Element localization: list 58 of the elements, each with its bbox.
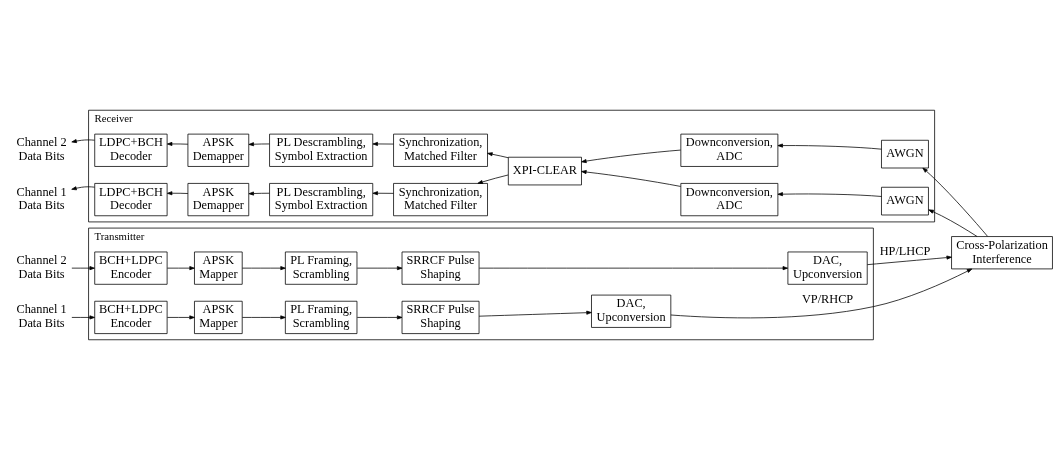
- arrow: [71, 266, 95, 271]
- arrow: [477, 174, 509, 184]
- edge-label: VP/RHCP: [801, 291, 854, 306]
- arrow: [167, 141, 189, 146]
- node-box: XPI-CLEAR: [507, 156, 582, 186]
- arrow: [478, 310, 592, 317]
- arrow: [928, 209, 978, 237]
- node-box: SRRCF Pulse Shaping: [401, 251, 480, 285]
- edge-label: HP/LHCP: [879, 243, 931, 258]
- arrow: [581, 170, 681, 187]
- arrow: [167, 266, 195, 271]
- arrow: [241, 315, 286, 320]
- node-box: LDPC+BCH Decoder: [94, 183, 168, 217]
- node-box: PL Framing, Scrambling: [284, 300, 358, 334]
- node-box: DAC, Upconversion: [787, 251, 868, 285]
- node-text: Channel 1 Data Bits: [16, 184, 67, 213]
- node-box: APSK Mapper: [194, 300, 243, 334]
- arrow: [922, 167, 988, 237]
- arrow: [248, 191, 270, 196]
- node-text: Channel 1 Data Bits: [16, 302, 67, 331]
- node-box: DAC, Upconversion: [591, 294, 672, 328]
- node-box: AWGN: [881, 186, 929, 216]
- node-text: Channel 2 Data Bits: [16, 253, 67, 281]
- arrow: [248, 142, 270, 147]
- arrow: [487, 152, 509, 159]
- arrow: [71, 186, 95, 191]
- node-box: AWGN: [881, 139, 929, 169]
- arrow: [777, 143, 882, 150]
- arrow: [372, 191, 394, 196]
- node-box: Cross-Polarization Interference: [951, 236, 1053, 270]
- arrow: [866, 255, 952, 266]
- arrow: [478, 266, 788, 271]
- arrow: [581, 149, 681, 164]
- arrow: [356, 266, 403, 271]
- arrow: [167, 191, 189, 196]
- node-box: Downconversion, ADC: [680, 133, 779, 167]
- node-box: PL Descrambling, Symbol Extraction: [269, 133, 374, 167]
- node-text: Channel 2 Data Bits: [16, 135, 67, 164]
- node-box: Synchronization, Matched Filter: [393, 133, 488, 167]
- node-box: LDPC+BCH Decoder: [94, 133, 168, 167]
- node-box: BCH+LDPC Encoder: [94, 300, 168, 334]
- node-box: Downconversion, ADC: [680, 183, 779, 217]
- node-box: SRRCF Pulse Shaping: [401, 300, 480, 334]
- arrow: [372, 141, 394, 146]
- node-box: APSK Demapper: [187, 133, 250, 167]
- node-box: BCH+LDPC Encoder: [94, 251, 168, 285]
- arrow: [777, 192, 882, 197]
- node-box: PL Descrambling, Symbol Extraction: [269, 183, 374, 217]
- arrow: [71, 139, 95, 144]
- node-box: Synchronization, Matched Filter: [393, 183, 488, 217]
- node-box: APSK Demapper: [187, 183, 250, 217]
- arrow: [71, 315, 95, 320]
- arrow: [356, 315, 403, 320]
- arrow: [241, 266, 286, 271]
- arrow: [167, 315, 195, 320]
- node-box: PL Framing, Scrambling: [284, 251, 358, 285]
- arrow: [670, 268, 973, 319]
- node-box: APSK Mapper: [194, 251, 243, 285]
